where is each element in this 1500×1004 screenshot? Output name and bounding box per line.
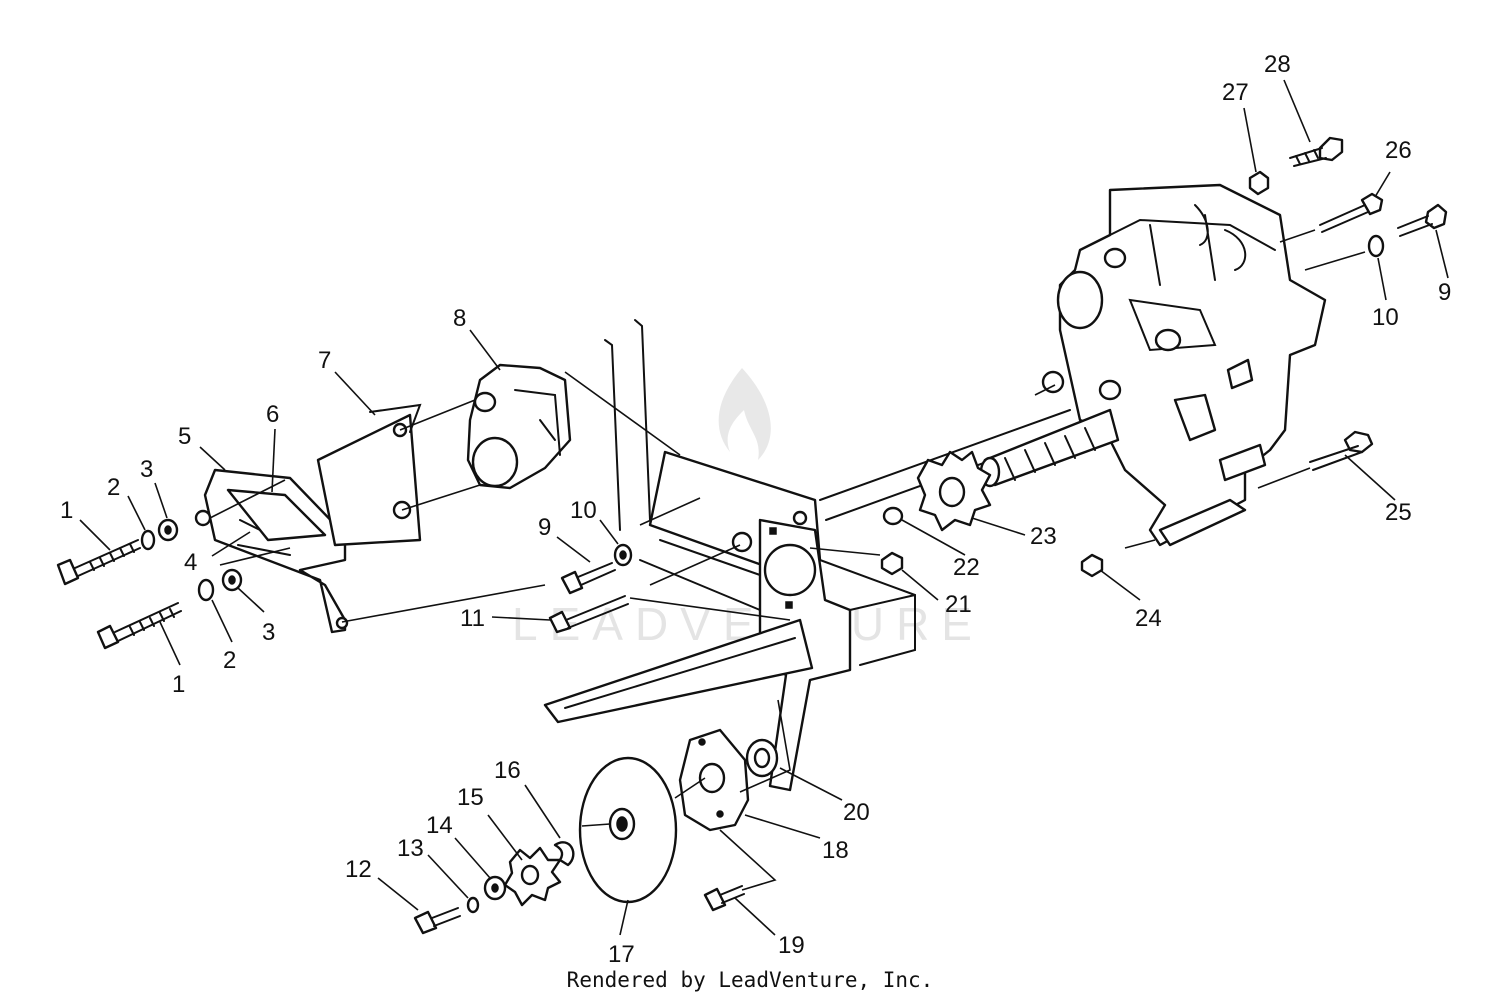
callout-9-right: 9 [1438,279,1451,306]
mounting-plate [316,403,422,547]
skid-plate [543,618,814,724]
callout-2-lower: 2 [223,647,236,674]
callout-1-lower: 1 [172,671,185,698]
callout-16: 16 [494,757,521,784]
callout-15: 15 [457,784,484,811]
callout-10-center: 10 [570,497,597,524]
callout-27: 27 [1222,79,1249,106]
callout-1-upper: 1 [60,497,73,524]
callout-18: 18 [822,837,849,864]
callout-9-center: 9 [538,514,551,541]
callout-3-upper: 3 [140,456,153,483]
callout-5: 5 [178,423,191,450]
callout-17: 17 [608,941,635,968]
callout-20: 20 [843,799,870,826]
callout-22: 22 [953,554,980,581]
callout-24: 24 [1135,605,1162,632]
callout-26: 26 [1385,137,1412,164]
watermark: LEADVENTURE [512,368,972,650]
assembly-lines [209,229,1366,891]
callout-19: 19 [778,932,805,959]
callout-14: 14 [426,812,453,839]
callout-23: 23 [1030,523,1057,550]
transmission-housing [1041,183,1327,547]
splined-shaft [979,408,1120,488]
callout-25: 25 [1385,499,1412,526]
frame-assembly [604,319,916,792]
flame-logo-icon [718,368,771,460]
callout-10-right: 10 [1372,304,1399,331]
callout-11: 11 [460,605,485,632]
hardware-right [880,136,1448,578]
idler-housing [466,363,572,490]
callout-2-upper: 2 [107,474,120,501]
callout-12: 12 [345,856,372,883]
callout-8: 8 [453,305,466,332]
callout-labels: 1 2 3 4 5 6 7 8 1 2 3 9 10 11 12 13 14 1… [60,51,1451,968]
callout-7: 7 [318,347,331,374]
callout-3-lower: 3 [262,619,275,646]
hardware-center [548,543,633,634]
callout-leaders [79,79,1449,936]
footer-credit: Rendered by LeadVenture, Inc. [566,968,934,992]
callout-28: 28 [1264,51,1291,78]
callout-13: 13 [397,835,424,862]
hardware-lower [413,728,779,935]
callout-21: 21 [945,591,972,618]
callout-4: 4 [184,549,197,576]
hardware-left [56,518,243,650]
callout-6: 6 [266,401,279,428]
